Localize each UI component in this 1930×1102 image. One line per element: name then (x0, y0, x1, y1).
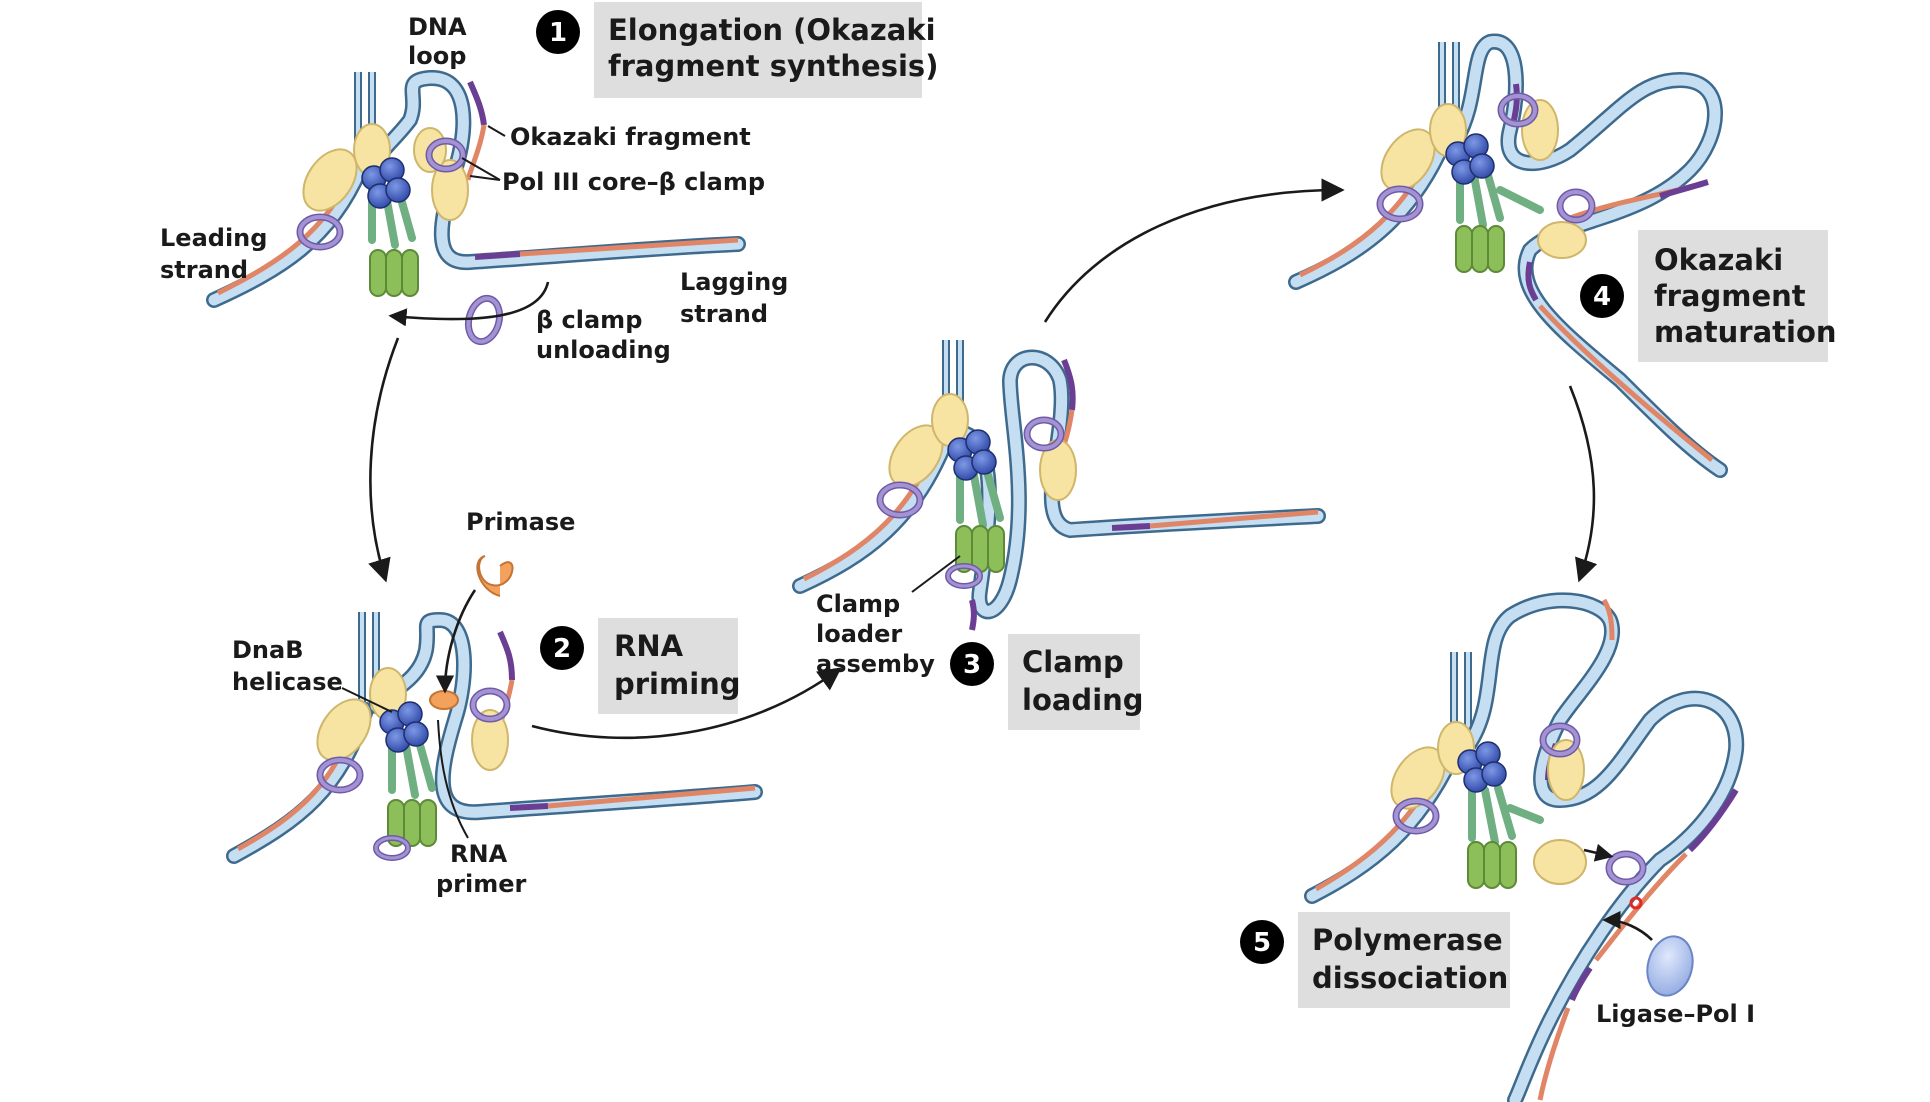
step-1-badge: 1 Elongation (Okazaki fragment synthesis… (536, 2, 938, 98)
arrow-2-to-3 (531, 667, 842, 740)
label-dnab-helicase-2: helicase (232, 668, 343, 696)
step-1-title-1: Elongation (Okazaki (608, 13, 936, 47)
step-5-number: 5 (1253, 928, 1271, 958)
ligase-pol-protein (1646, 935, 1694, 997)
step-4-number: 4 (1593, 282, 1611, 312)
pol-clamp-leader-2 (461, 157, 501, 181)
step-2-title-2: priming (614, 667, 741, 701)
label-leading-strand: Leading (160, 224, 267, 252)
helicase-leader (341, 687, 393, 713)
cycle-arrows (368, 178, 1598, 740)
label-clamp-loader-3: assemby (816, 650, 935, 678)
ligase-arrow (1602, 910, 1653, 941)
beta-clamps-1 (296, 137, 504, 346)
step-3-badge: 3 Clamp loading (950, 634, 1144, 730)
step-2-badge: 2 RNA priming (540, 618, 741, 714)
primase-protein (476, 555, 514, 597)
step-4-badge: 4 Okazaki fragment maturation (1580, 230, 1837, 362)
step-2-title-1: RNA (614, 629, 684, 663)
step-5-title-1: Polymerase (1312, 923, 1503, 957)
arrow-3-to-4 (1043, 178, 1345, 323)
panel-2-rna-priming: Primase DnaB helicase RNA primer 2 RNA p… (226, 508, 763, 898)
dnab-helicase-1 (361, 157, 411, 209)
step-2-number: 2 (553, 634, 571, 664)
step-3-title-2: loading (1022, 683, 1144, 717)
label-clamp-unloading: β clamp (536, 306, 642, 334)
label-dna-loop: DNA (408, 13, 467, 41)
step-4-title-1: Okazaki (1654, 243, 1783, 277)
rna-primer-leader (437, 719, 469, 839)
step-5-title-2: dissociation (1312, 961, 1508, 995)
label-dna-loop-2: loop (408, 42, 466, 70)
unloading-arrow (388, 281, 550, 327)
label-clamp-unloading-2: unloading (536, 336, 671, 364)
step-1-title-2: fragment synthesis) (608, 49, 938, 83)
release-arrow (1583, 843, 1614, 862)
label-dnab-helicase: DnaB (232, 636, 304, 664)
label-okazaki-fragment: Okazaki fragment (510, 123, 751, 151)
arrow-1-to-2 (368, 337, 400, 583)
primase-arrow (435, 589, 477, 694)
step-4-title-3: maturation (1654, 315, 1837, 349)
panel-5-dissociation: Ligase–Pol I 5 Polymerase dissociation (1240, 592, 1755, 1102)
panel-4-maturation: 4 Okazaki fragment maturation (1288, 33, 1837, 478)
label-clamp-loader-2: loader (816, 620, 902, 648)
panel-1-elongation: DNA loop Okazaki fragment Pol III core–β… (160, 2, 938, 364)
label-clamp-loader: Clamp (816, 590, 900, 618)
step-5-badge: 5 Polymerase dissociation (1240, 912, 1510, 1008)
arrow-4-to-5 (1568, 385, 1598, 583)
label-primase: Primase (466, 508, 575, 536)
label-rna-primer: RNA (450, 840, 508, 868)
step-4-title-2: fragment (1654, 279, 1806, 313)
label-rna-primer-2: primer (436, 870, 527, 898)
label-ligase-pol: Ligase–Pol I (1596, 1000, 1755, 1028)
clamp-loader-leader (911, 555, 961, 593)
label-lagging-strand: Lagging (680, 268, 788, 296)
label-lagging-strand-2: strand (680, 300, 768, 328)
step-3-title-1: Clamp (1022, 645, 1124, 679)
clamp-loader (369, 249, 419, 297)
pol-clamp-leader-1 (469, 175, 501, 181)
step-3-number: 3 (963, 650, 981, 680)
label-pol-clamp: Pol III core–β clamp (502, 168, 765, 196)
panel-3-clamp-loading: Clamp loader assemby 3 Clamp loading (792, 340, 1326, 730)
okazaki-leader (487, 125, 506, 137)
step-1-number: 1 (549, 18, 567, 48)
label-leading-strand-2: strand (160, 256, 248, 284)
